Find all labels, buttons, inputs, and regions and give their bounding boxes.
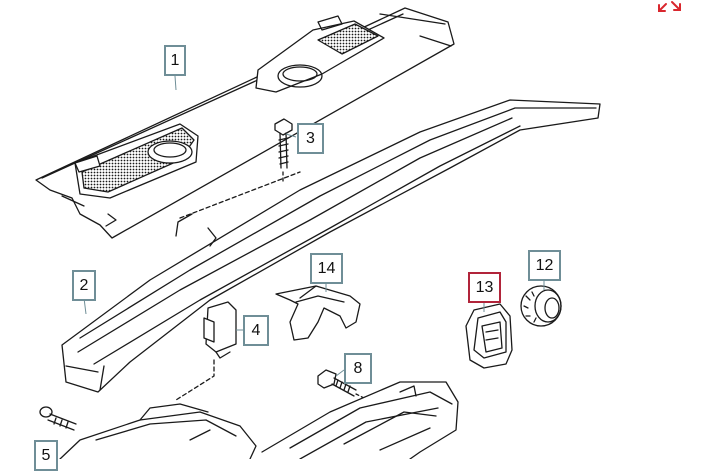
callout-2[interactable]: 2 — [72, 270, 96, 301]
lower-housing — [261, 381, 459, 459]
callout-4[interactable]: 4 — [243, 315, 269, 346]
part-1-plenum-cover — [35, 7, 455, 239]
lower-left-housing — [59, 403, 257, 459]
part-12-plug — [520, 285, 562, 327]
part-8-bolt — [317, 369, 373, 403]
part-5-screw — [39, 406, 77, 431]
callout-13[interactable]: 13 — [468, 272, 501, 303]
part-14-bracket — [275, 285, 361, 341]
parts-diagram — [35, 7, 601, 459]
callout-8[interactable]: 8 — [344, 353, 372, 384]
leader-3 — [285, 133, 297, 138]
leader-1 — [174, 75, 177, 91]
part-3-screw — [274, 118, 293, 183]
part-4-clip — [175, 301, 237, 401]
callout-1[interactable]: 1 — [164, 45, 186, 76]
callout-14[interactable]: 14 — [310, 253, 343, 284]
callout-12[interactable]: 12 — [528, 250, 561, 281]
part-13-grommet — [465, 303, 513, 369]
callout-3[interactable]: 3 — [297, 123, 324, 154]
callout-5[interactable]: 5 — [34, 440, 58, 471]
part-2-plenum-panel — [61, 99, 601, 393]
expand-arrows-icon[interactable] — [656, 0, 684, 14]
leader-8 — [335, 369, 345, 377]
